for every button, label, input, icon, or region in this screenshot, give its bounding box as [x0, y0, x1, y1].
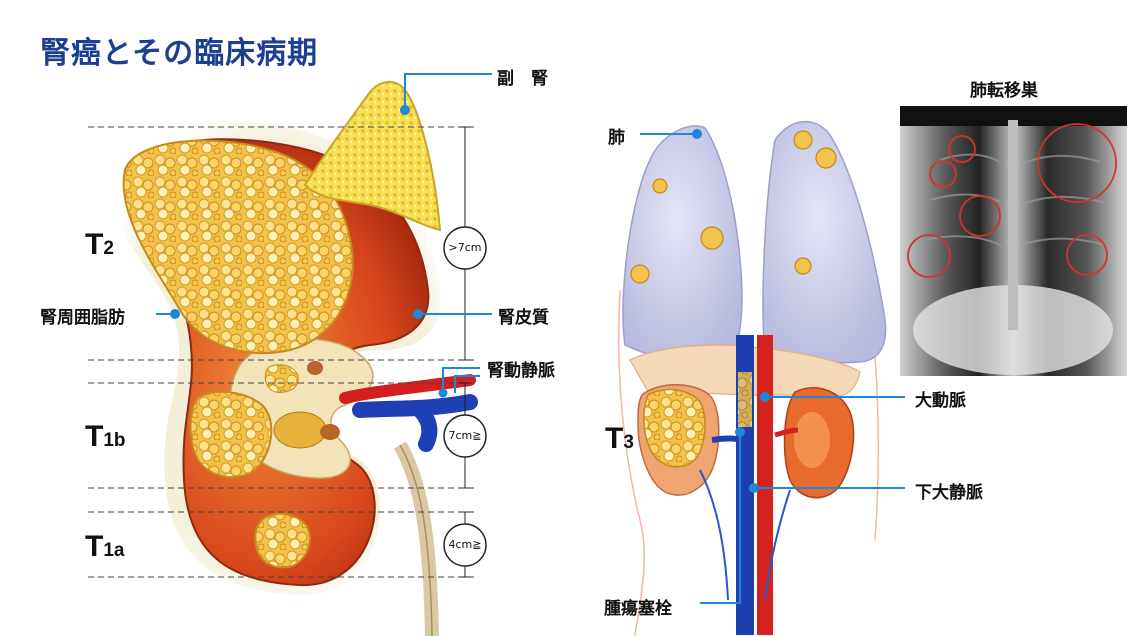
aorta — [757, 335, 773, 635]
page-title: 腎癌とその臨床病期 — [40, 28, 318, 72]
stage-t1a: T1a — [85, 530, 124, 564]
stage-t1b: T1b — [85, 420, 126, 454]
right-lung — [623, 126, 742, 362]
chest-xray-image — [900, 106, 1127, 376]
size-text-t1b: 7cm≧ — [444, 429, 486, 442]
label-lung: 肺 — [608, 123, 625, 148]
t3-tumor — [644, 390, 705, 467]
label-tumor-thrombus: 腫瘍塞栓 — [604, 594, 672, 619]
label-ivc: 下大静脈 — [915, 478, 983, 503]
size-text-t1a: 4cm≧ — [444, 538, 486, 551]
label-aorta: 大動脈 — [915, 386, 966, 411]
tumor-thrombus — [738, 372, 752, 427]
t1a-tumor — [255, 514, 310, 568]
label-renal-vessels: 腎動静脈 — [487, 356, 555, 381]
label-adrenal: 副 腎 — [497, 64, 548, 89]
stage-t2: T2 — [85, 228, 114, 262]
t1b-tumor — [191, 392, 272, 477]
label-lung-metastasis: 肺転移巣 — [970, 76, 1038, 101]
label-perirenal-fat: 腎周囲脂肪 — [40, 303, 125, 328]
stage-t3: T3 — [605, 422, 634, 456]
label-renal-cortex: 腎皮質 — [498, 303, 549, 328]
size-text-t2: >7cm — [444, 241, 486, 254]
